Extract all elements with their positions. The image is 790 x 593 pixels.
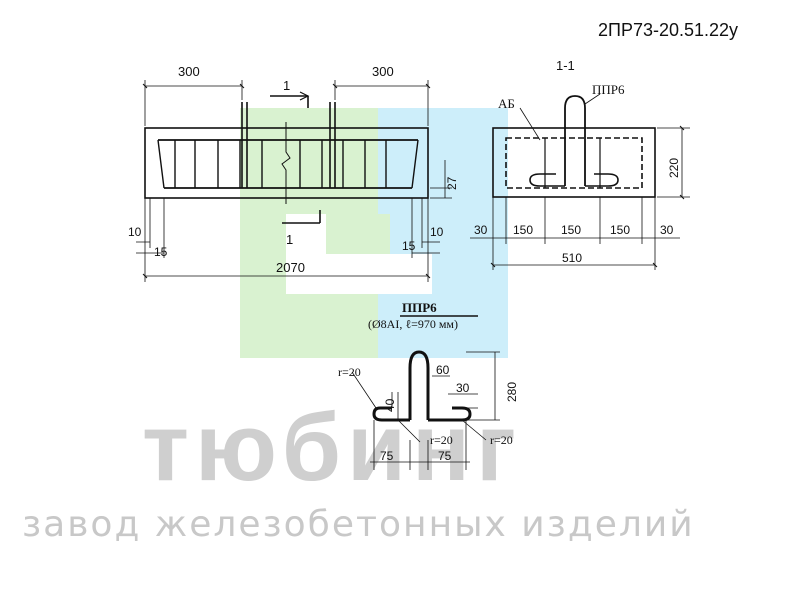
dim-75-right: 75: [438, 449, 452, 463]
watermark-tagline: завод железобетонных изделий: [22, 504, 695, 545]
watermark-green-block: [330, 214, 390, 254]
detail-bar-shape: [351, 315, 500, 470]
watermark-brand: тюбинг: [142, 394, 523, 501]
dim-60: 60: [436, 363, 450, 377]
section-outline: [492, 127, 656, 198]
section-seg-5: 30: [660, 223, 674, 237]
section-height: 220: [667, 158, 681, 178]
elevation-stirrups: [174, 140, 387, 188]
section-width: 510: [562, 251, 582, 265]
section-seg-4: 150: [610, 223, 630, 237]
document-code: 2ПР73-20.51.22у: [598, 20, 739, 40]
detail-loop: [408, 350, 430, 420]
dim-27: 27: [445, 176, 459, 190]
dim-75-left: 75: [380, 449, 394, 463]
watermark-cutout: [322, 254, 432, 294]
dim-15-left: 15: [154, 245, 168, 259]
dim-280: 280: [505, 382, 519, 402]
watermark-cutout: [286, 214, 326, 294]
detail-spec: (Ø8AI, ℓ=970 мм): [368, 317, 458, 331]
label-ppr: ППР6: [592, 82, 625, 97]
section-view: [470, 93, 690, 270]
radius-label-3: r=20: [490, 433, 513, 447]
section-stirrup: [505, 137, 643, 189]
dim-length: 2070: [276, 260, 305, 275]
dim-10-left: 10: [128, 225, 142, 239]
dim-top-right: 300: [372, 64, 394, 79]
section-seg-2: 150: [513, 223, 533, 237]
section-title: 1-1: [556, 58, 575, 73]
radius-label-2: r=20: [430, 433, 453, 447]
dim-30: 30: [456, 381, 470, 395]
section-mark-bottom: 1: [286, 232, 293, 247]
section-mark-top: 1: [283, 78, 290, 93]
radius-label-1: r=20: [338, 365, 361, 379]
elevation-view: [136, 80, 452, 282]
detail-title: ППР6: [402, 300, 437, 315]
lifting-loop: [241, 102, 336, 188]
dim-40: 40: [383, 398, 397, 412]
section-seg-3: 150: [561, 223, 581, 237]
dim-top-left: 300: [178, 64, 200, 79]
dim-15-right: 15: [402, 239, 416, 253]
section-seg-1: 30: [474, 223, 488, 237]
dim-10-right: 10: [430, 225, 444, 239]
section-loop: [564, 95, 586, 186]
label-ab: АБ: [498, 96, 515, 111]
